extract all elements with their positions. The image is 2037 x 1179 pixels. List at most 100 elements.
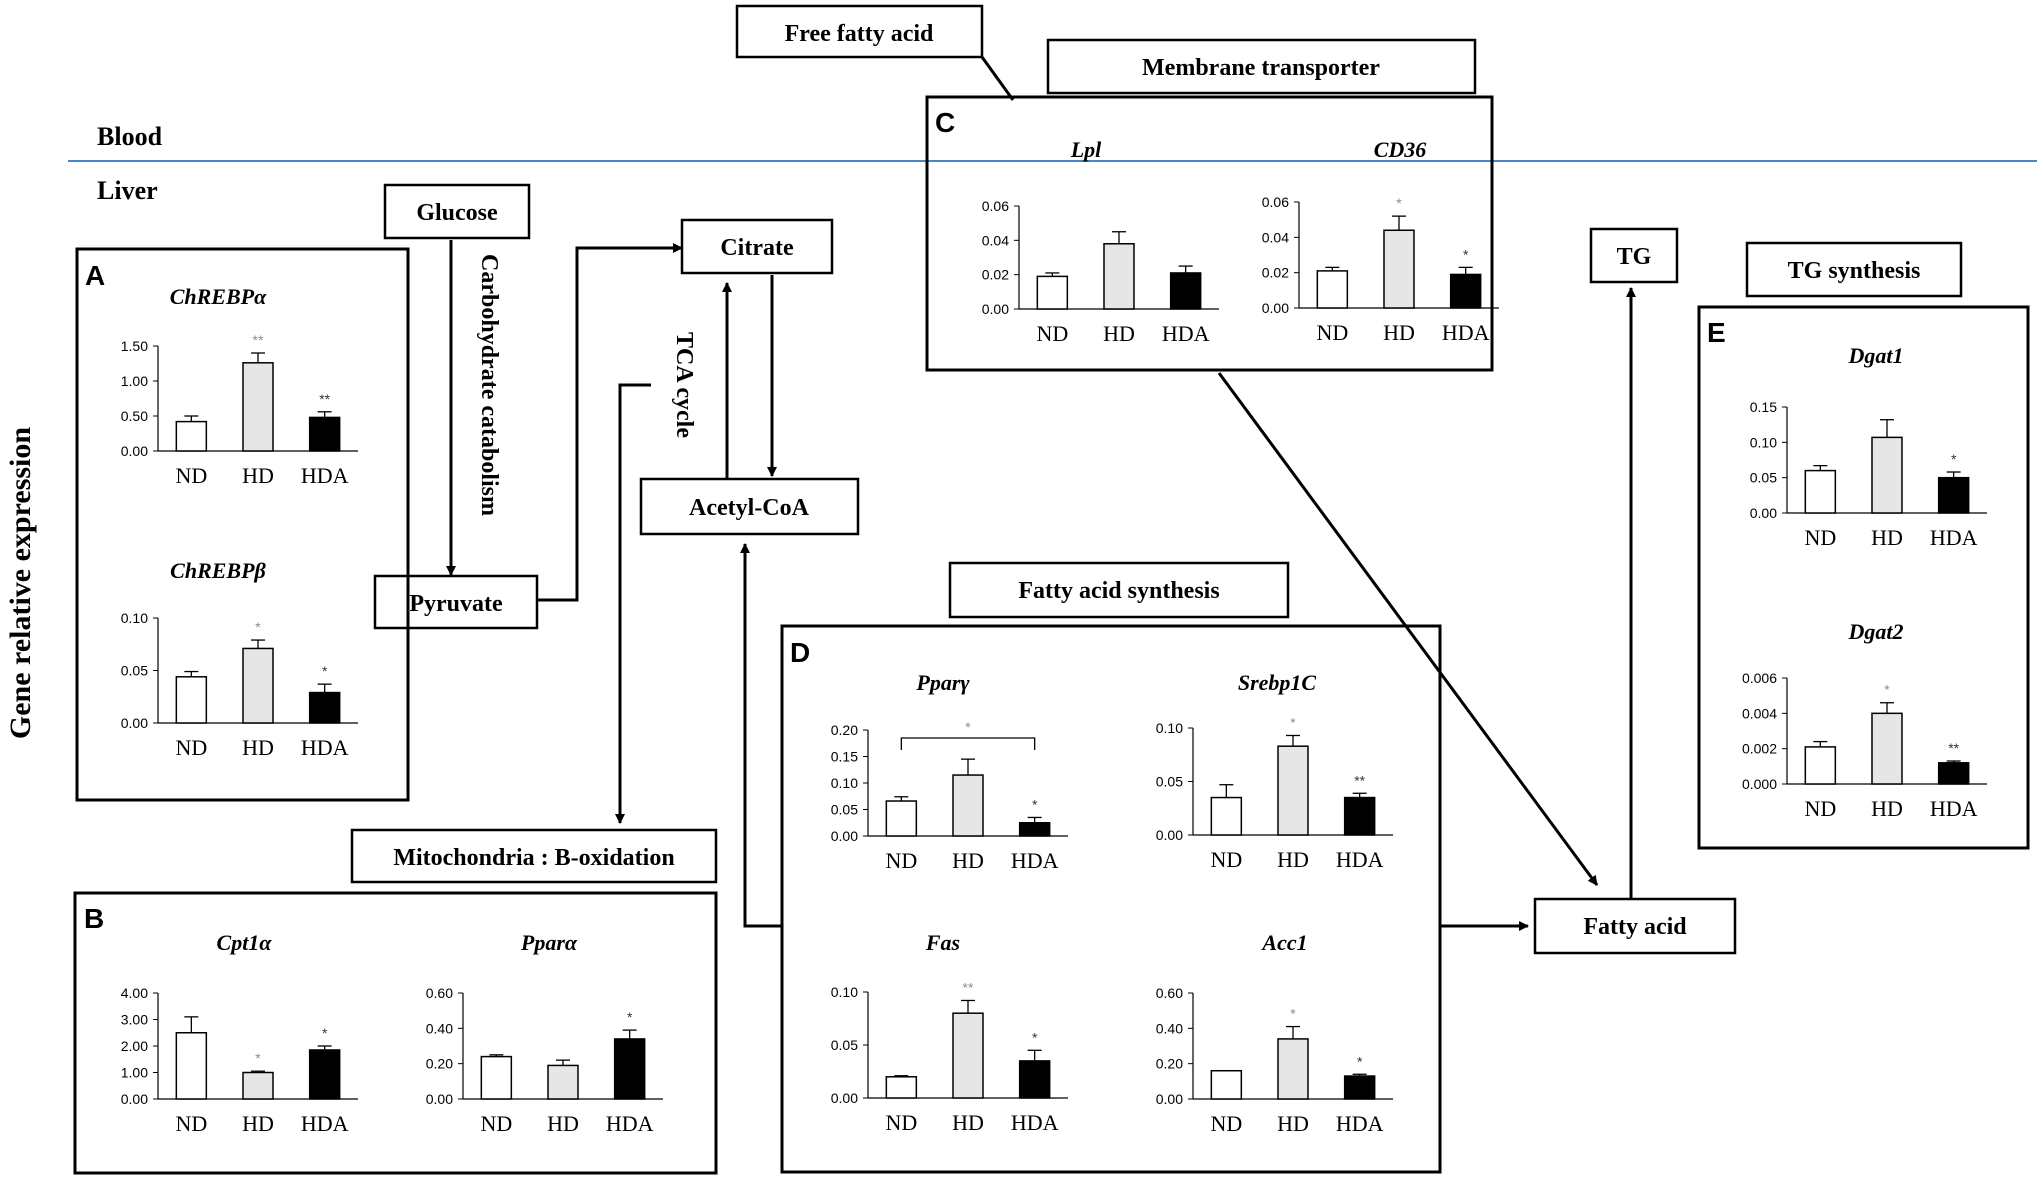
y-tick-label: 0.05 [121, 663, 148, 679]
y-tick-label: 0.10 [831, 984, 858, 1000]
x-tick-label: HD [547, 1111, 579, 1136]
chart-title: Dgat1 [1848, 343, 1904, 368]
panel-letter-c: C [935, 107, 955, 138]
y-tick-label: 0.10 [121, 610, 148, 626]
x-tick-label: HDA [1011, 1110, 1059, 1135]
y-tick-label: 0.06 [1262, 194, 1289, 210]
significance-mark: * [1463, 246, 1469, 262]
free-fatty-acid-box: Free fatty acid [735, 4, 984, 59]
significance-mark: * [255, 1050, 261, 1066]
panel-a-frame [75, 247, 410, 802]
x-tick-label: ND [175, 1111, 207, 1136]
x-tick-label: ND [1804, 525, 1836, 550]
significance-mark: * [1396, 195, 1402, 211]
y-tick-label: 0.10 [1156, 720, 1183, 736]
panel-c-frame [925, 95, 1494, 372]
x-tick-label: HD [952, 1110, 984, 1135]
significance-mark: ** [1354, 772, 1365, 788]
y-tick-label: 0.00 [831, 1090, 858, 1106]
bar-nd [175, 420, 208, 452]
bar-hda [308, 1049, 341, 1100]
significance-mark: * [1884, 682, 1890, 698]
chart-title: Cpt1α [217, 930, 273, 955]
bar-hda [1343, 796, 1376, 836]
x-tick-label: HDA [606, 1111, 654, 1136]
bar-hda [308, 416, 341, 452]
y-tick-label: 0.10 [1750, 434, 1777, 450]
significance-mark: * [1290, 1006, 1296, 1022]
significance-mark: * [1951, 451, 1957, 467]
bar-hda [308, 691, 341, 724]
x-tick-label: ND [1210, 847, 1242, 872]
x-tick-label: ND [1804, 796, 1836, 821]
svg-text:TG synthesis: TG synthesis [1788, 258, 1921, 284]
pyruvate-box: Pyruvate [373, 574, 539, 630]
bar-hd [952, 774, 984, 837]
membrane-transporter-box: Membrane transporter [1046, 38, 1477, 95]
y-tick-label: 0.00 [1156, 827, 1183, 843]
x-tick-label: HD [952, 848, 984, 873]
bar-hd [1871, 712, 1903, 785]
significance-mark: ** [319, 391, 330, 407]
y-tick-label: 1.00 [121, 373, 148, 389]
bar-hda [1343, 1075, 1376, 1100]
y-tick-label: 0.002 [1742, 741, 1777, 757]
bar-hda [1018, 822, 1051, 837]
y-tick-label: 0.05 [831, 1037, 858, 1053]
chart-title: Acc1 [1260, 930, 1307, 955]
arrow-pyruvate-citrate [537, 243, 683, 602]
y-tick-label: 0.02 [982, 267, 1009, 283]
significance-mark: * [1032, 1029, 1038, 1045]
bar-nd [1210, 1069, 1243, 1100]
carb-catabolism-label: Carbohydrate catabolism [476, 254, 502, 516]
y-tick-label: 1.50 [121, 338, 148, 354]
panel-letter-d: D [790, 637, 810, 668]
arrow-fasynth-acetylcoa [740, 543, 782, 928]
y-tick-label: 0.00 [1156, 1091, 1183, 1107]
bar-nd [1804, 746, 1837, 785]
y-tick-label: 0.20 [426, 1056, 453, 1072]
svg-text:Fatty acid synthesis: Fatty acid synthesis [1018, 578, 1219, 604]
y-tick-label: 2.00 [121, 1038, 148, 1054]
bar-hd [1277, 1038, 1309, 1100]
y-tick-label: 0.20 [1156, 1056, 1183, 1072]
bar-hd [1383, 229, 1415, 309]
y-tick-label: 0.00 [121, 443, 148, 459]
bracket-label: * [965, 719, 971, 735]
x-tick-label: HDA [1442, 320, 1490, 345]
y-tick-label: 0.00 [426, 1091, 453, 1107]
significance-mark: ** [1948, 740, 1959, 756]
bar-charts: ChREBPα0.000.501.001.50ND**HD**HDAChREBP… [121, 137, 1987, 1136]
svg-text:Free fatty acid: Free fatty acid [785, 21, 934, 47]
bar-nd [1036, 275, 1069, 310]
bar-hda [1937, 762, 1970, 785]
chart-title: CD36 [1374, 137, 1427, 162]
y-tick-label: 0.05 [1750, 470, 1777, 486]
x-tick-label: ND [480, 1111, 512, 1136]
tg-synthesis-box: TG synthesis [1745, 241, 1963, 298]
liver-label: Liver [97, 176, 158, 205]
y-tick-label: 0.10 [831, 775, 858, 791]
y-tick-label: 0.40 [426, 1020, 453, 1036]
y-tick-label: 0.004 [1742, 705, 1777, 721]
chart-title: Fas [925, 930, 960, 955]
x-tick-label: ND [885, 1110, 917, 1135]
bar-nd [1316, 270, 1349, 309]
svg-text:Membrane transporter: Membrane transporter [1142, 55, 1380, 81]
bar-nd [1210, 796, 1243, 836]
x-tick-label: HDA [301, 735, 349, 760]
panel-letter-b: B [84, 903, 104, 934]
fa-synthesis-box: Fatty acid synthesis [948, 561, 1290, 619]
panel-letter-e: E [1707, 317, 1726, 348]
significance-mark: * [1357, 1053, 1363, 1069]
panel-letters: A B C D E [84, 107, 1726, 934]
x-tick-label: HD [1277, 847, 1309, 872]
bar-nd [1804, 469, 1837, 514]
chart-title: Lpl [1070, 137, 1102, 162]
